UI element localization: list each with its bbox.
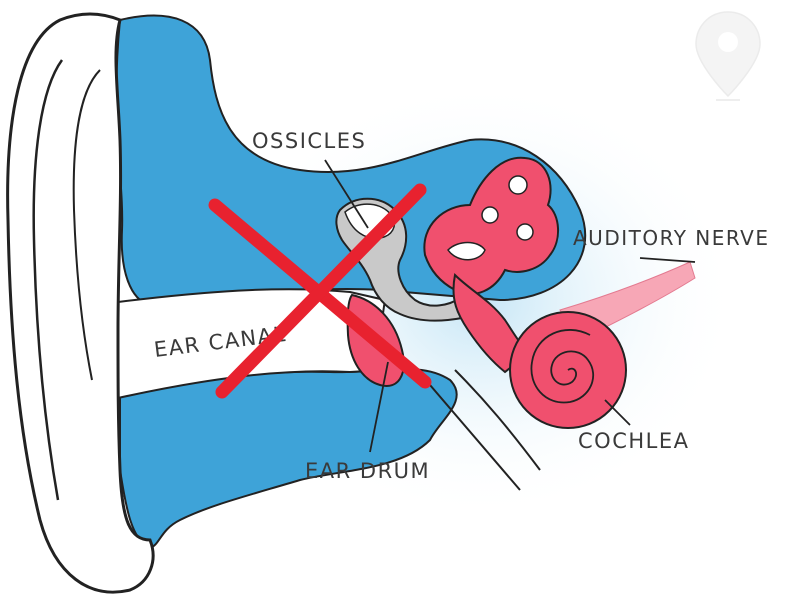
canal-hole-1 — [509, 176, 527, 194]
label-cochlea: COCHLEA — [578, 429, 689, 453]
location-pin-icon — [696, 12, 760, 100]
label-auditory-nerve: AUDITORY NERVE — [573, 226, 770, 250]
label-ossicles: OSSICLES — [252, 129, 366, 153]
label-ear-drum: EAR DRUM — [305, 459, 430, 483]
canal-hole-3 — [517, 224, 533, 240]
canal-hole-2 — [482, 207, 498, 223]
